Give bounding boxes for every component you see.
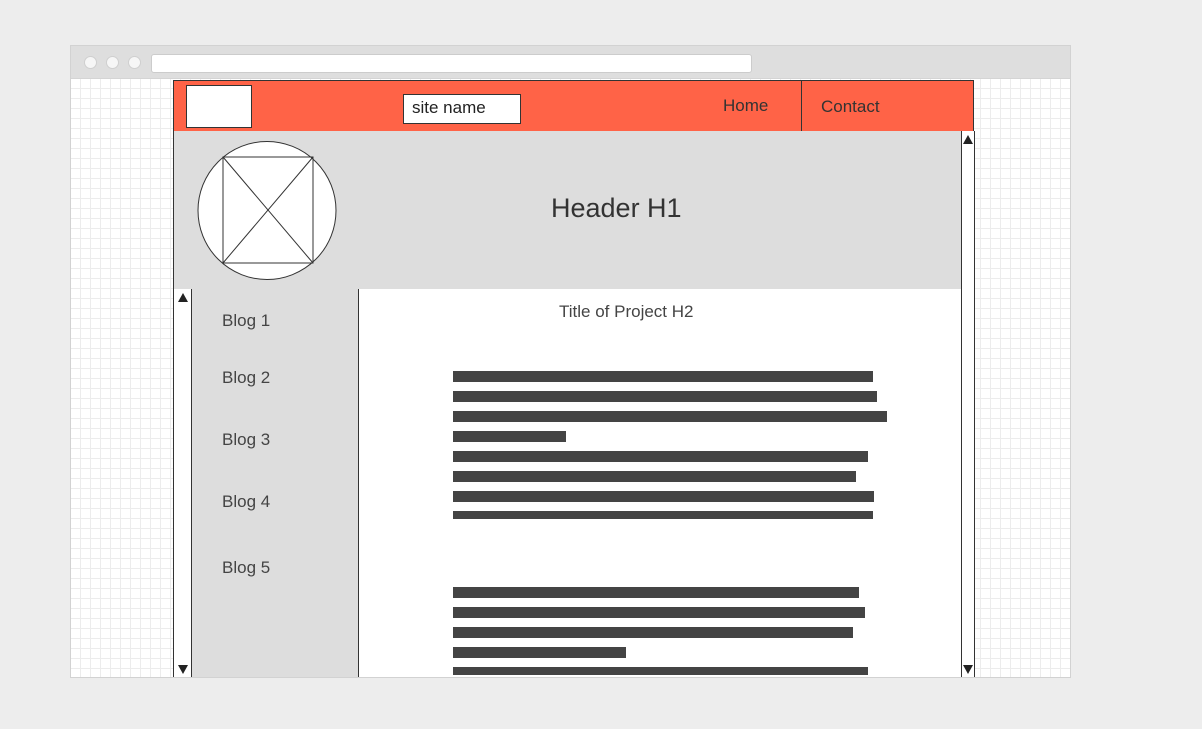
page-scrollbar[interactable] (961, 131, 975, 677)
text-line (453, 391, 877, 402)
text-line (453, 607, 865, 618)
logo-placeholder[interactable] (186, 85, 252, 128)
text-line (453, 411, 887, 422)
hero-header: Header H1 (173, 131, 962, 290)
scroll-down-arrow-icon[interactable] (963, 665, 973, 674)
text-line (453, 627, 853, 638)
browser-titlebar (71, 46, 1070, 79)
text-line (453, 647, 626, 658)
sidebar-item-blog-4[interactable]: Blog 4 (222, 492, 271, 511)
window-close-dot[interactable] (84, 56, 97, 69)
nav-link-home[interactable]: Home (723, 96, 769, 115)
main-content: Title of Project H2 (359, 289, 961, 677)
scroll-up-arrow-icon[interactable] (963, 135, 973, 144)
browser-window: site name Home Contact Header H1 (70, 45, 1071, 678)
sidebar-item-blog-5[interactable]: Blog 5 (222, 558, 271, 577)
text-line (453, 451, 868, 462)
text-line (453, 667, 868, 675)
window-minimize-dot[interactable] (106, 56, 119, 69)
top-navigation: site name Home Contact (173, 80, 974, 132)
wireframe-page: site name Home Contact Header H1 (173, 80, 975, 677)
blog-sidebar: Blog 1 Blog 2 Blog 3 Blog 4 Blog 5 (192, 289, 359, 677)
text-line (453, 587, 859, 598)
sidebar-item-blog-2[interactable]: Blog 2 (222, 368, 271, 387)
window-maximize-dot[interactable] (128, 56, 141, 69)
text-line (453, 491, 874, 502)
sidebar-scrollbar[interactable] (173, 289, 192, 677)
scroll-up-arrow-icon[interactable] (177, 293, 188, 302)
text-line (453, 471, 856, 482)
text-line (453, 431, 566, 442)
page-title-h1: Header H1 (551, 193, 682, 223)
sidebar-item-blog-1[interactable]: Blog 1 (222, 311, 271, 330)
scroll-down-arrow-icon[interactable] (177, 665, 188, 674)
grid-canvas: site name Home Contact Header H1 (71, 79, 1070, 677)
text-line (453, 371, 873, 382)
sidebar-item-blog-3[interactable]: Blog 3 (222, 430, 271, 449)
address-bar[interactable] (151, 54, 752, 73)
nav-link-contact[interactable]: Contact (821, 97, 880, 116)
project-title-h2: Title of Project H2 (559, 302, 694, 321)
nav-divider (801, 81, 802, 131)
image-placeholder-icon (197, 141, 337, 280)
text-line (453, 511, 873, 519)
site-name-field[interactable]: site name (403, 94, 521, 124)
